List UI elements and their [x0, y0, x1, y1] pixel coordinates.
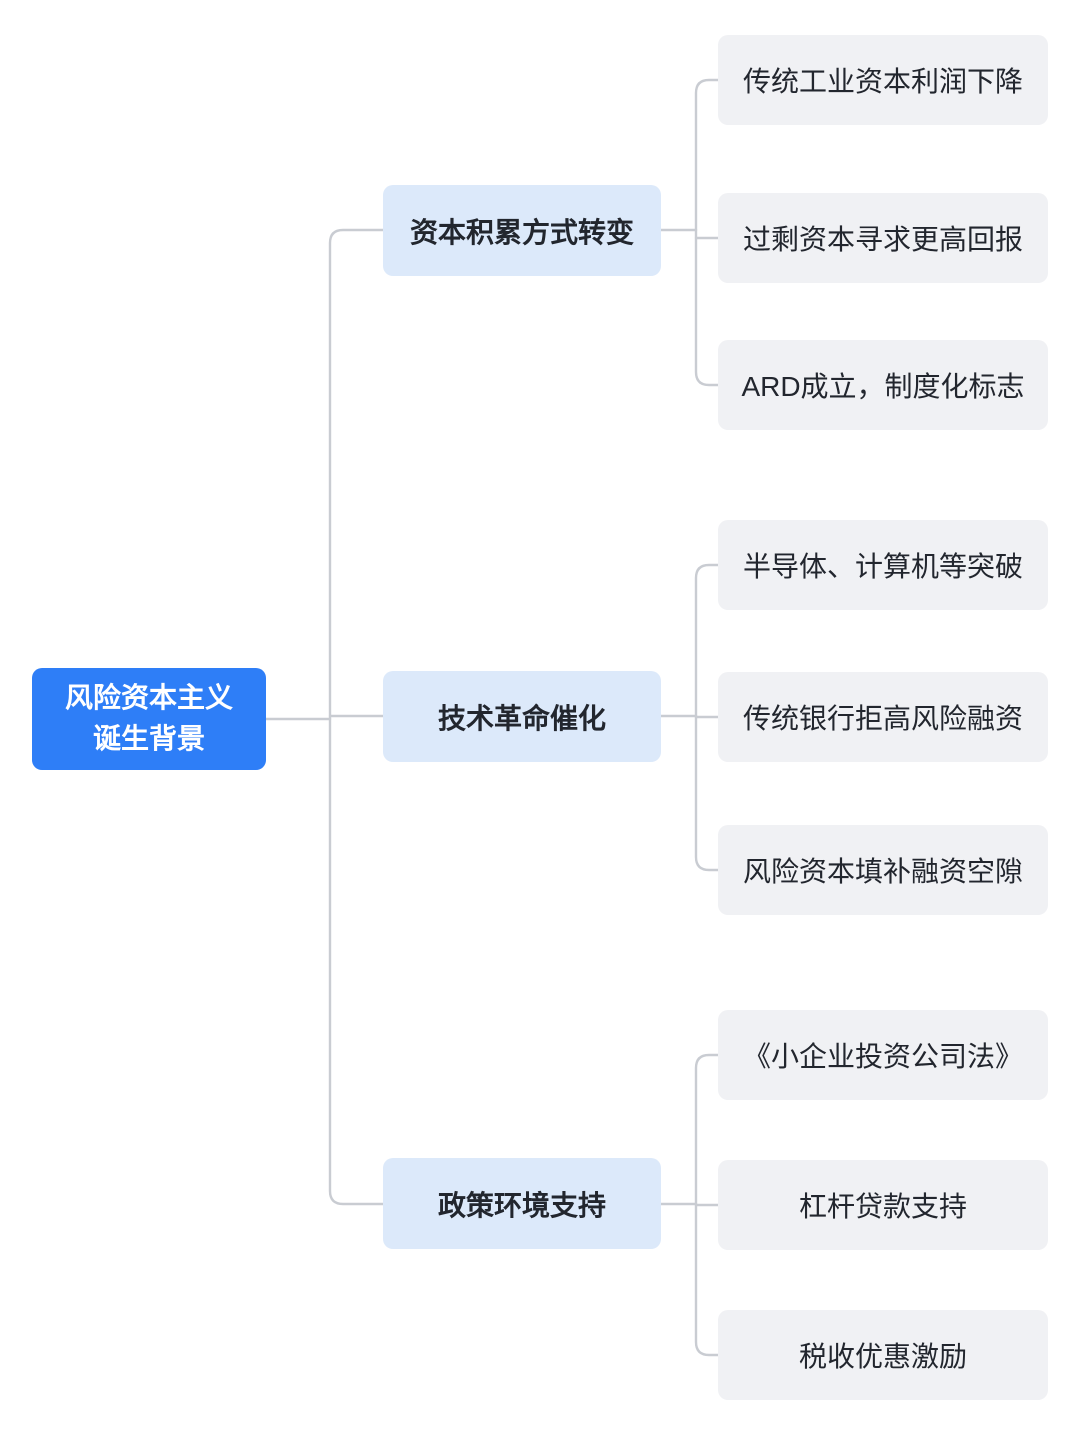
- leaf-label: 税收优惠激励: [798, 1341, 967, 1372]
- leaf-label: ARD成立，制度化标志: [741, 371, 1025, 402]
- leaf-label: 传统工业资本利润下降: [742, 66, 1023, 97]
- root-node: 风险资本主义 诞生背景: [32, 668, 266, 770]
- root-label-line2: 诞生背景: [92, 723, 205, 754]
- leaf-node: ARD成立，制度化标志: [718, 340, 1048, 430]
- branch-node-policy-support: 政策环境支持: [383, 1158, 661, 1249]
- branch-label: 技术革命催化: [437, 702, 606, 734]
- leaf-node: 税收优惠激励: [718, 1310, 1048, 1400]
- leaf-label: 《小企业投资公司法》: [742, 1041, 1023, 1072]
- branch-label: 政策环境支持: [437, 1189, 606, 1221]
- leaf-label: 半导体、计算机等突破: [742, 551, 1023, 582]
- leaf-node: 半导体、计算机等突破: [718, 520, 1048, 610]
- leaf-label: 风险资本填补融资空隙: [742, 856, 1023, 887]
- leaf-node: 杠杆贷款支持: [718, 1160, 1048, 1250]
- branch-node-capital-accumulation: 资本积累方式转变: [383, 185, 661, 276]
- leaf-node: 风险资本填补融资空隙: [718, 825, 1048, 915]
- branch-label: 资本积累方式转变: [409, 216, 634, 248]
- leaf-label: 杠杆贷款支持: [798, 1191, 967, 1222]
- leaf-node: 传统工业资本利润下降: [718, 35, 1048, 125]
- leaf-node: 过剩资本寻求更高回报: [718, 193, 1048, 283]
- leaf-node: 《小企业投资公司法》: [718, 1010, 1048, 1100]
- root-label-line1: 风险资本主义: [64, 682, 233, 714]
- leaf-label: 传统银行拒高风险融资: [742, 703, 1023, 734]
- leaf-node: 传统银行拒高风险融资: [718, 672, 1048, 762]
- branch-node-tech-revolution: 技术革命催化: [383, 671, 661, 762]
- leaf-label: 过剩资本寻求更高回报: [742, 224, 1023, 255]
